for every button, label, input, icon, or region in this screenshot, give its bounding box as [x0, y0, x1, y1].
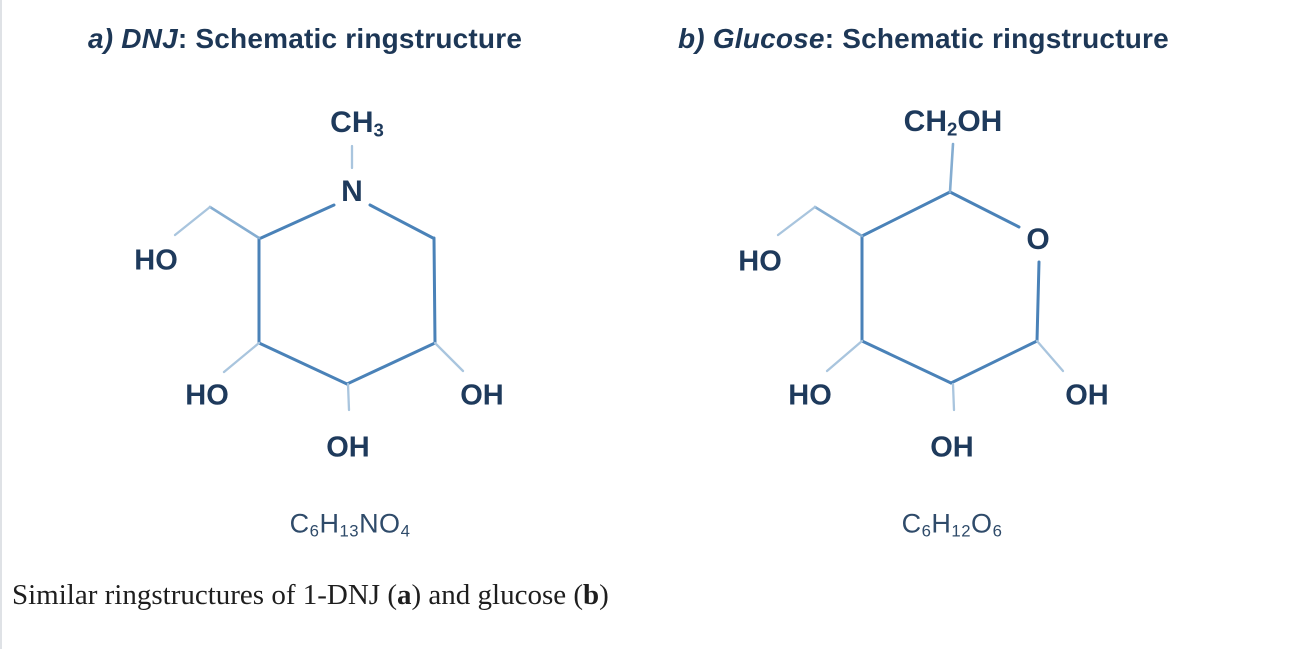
- glucose-bond-bottom-right: [949, 339, 1039, 385]
- dnj-bond-bottom-right: [345, 341, 437, 386]
- dnj-ch3-subscript: 3: [373, 119, 384, 141]
- caption-text-3: ): [599, 579, 609, 611]
- glucose-bond-ch2oh-stub: [948, 142, 955, 194]
- glucose-formula-c: C: [901, 508, 922, 539]
- glucose-oxygen-label: O: [1026, 223, 1050, 256]
- dnj-bond-ch2-elbow-up: [208, 205, 261, 240]
- glucose-ch2oh-subscript: 2: [947, 118, 958, 140]
- caption-bold-b: b: [583, 579, 600, 611]
- panel-b-title: b) Glucose: Schematic ringstructure: [678, 23, 1169, 55]
- dnj-formula: C6H13NO4: [289, 508, 411, 541]
- dnj-bond-ho-bottom: [222, 341, 261, 374]
- glucose-ch2oh-oh: OH: [957, 105, 1003, 138]
- panel-a-title-rest: : Schematic ringstructure: [177, 23, 523, 54]
- dnj-bond-bottom-left: [257, 341, 349, 386]
- dnj-ho-bottom-label: HO: [185, 379, 229, 412]
- dnj-bond-oh-right: [433, 341, 465, 373]
- glucose-oh-right-label: OH: [1065, 379, 1109, 412]
- dnj-ch3-label: CH3: [330, 106, 384, 141]
- dnj-oh-bottom-label: OH: [326, 431, 370, 464]
- glucose-ch2oh-main: CH: [903, 105, 947, 138]
- dnj-ch3-main: CH: [330, 106, 374, 139]
- caption-text-1: Similar ringstructures of 1-DNJ (: [12, 579, 397, 611]
- glucose-formula: C6H12O6: [901, 508, 1003, 541]
- glucose-formula-sub2: 12: [951, 521, 972, 541]
- dnj-bond-n-left: [259, 203, 336, 240]
- panel-a-title: a) DNJ: Schematic ringstructure: [88, 23, 522, 55]
- glucose-bond-bottom-left: [860, 339, 953, 385]
- glucose-oh-bottom-label: OH: [930, 431, 974, 464]
- dnj-bond-oh-bottom: [346, 382, 351, 412]
- caption-text-2: ) and glucose (: [411, 579, 584, 611]
- glucose-ch2oh-label: CH2OH: [903, 105, 1003, 140]
- dnj-oh-right-label: OH: [460, 379, 504, 412]
- figure-caption: Similar ringstructures of 1-DNJ (a) and …: [12, 579, 609, 612]
- glucose-formula-sub1: 6: [921, 521, 932, 541]
- panel-b-title-rest: : Schematic ringstructure: [824, 23, 1169, 54]
- panel-a-title-italic: a) DNJ: [88, 23, 178, 54]
- dnj-bond-ch2-elbow-down: [173, 205, 212, 237]
- glucose-bond-top-left: [860, 190, 952, 238]
- glucose-formula-sub3: 6: [992, 521, 1003, 541]
- glucose-bond-ch2-elbow-down: [776, 205, 817, 237]
- glucose-bond-ch2-elbow-up: [813, 205, 864, 238]
- dnj-formula-h: H: [319, 508, 340, 539]
- dnj-formula-no: NO: [359, 508, 401, 539]
- dnj-formula-c: C: [289, 508, 310, 539]
- glucose-formula-o: O: [971, 508, 993, 539]
- glucose-bond-top-to-o: [948, 190, 1021, 229]
- dnj-bond-n-right: [368, 203, 435, 240]
- glucose-ho-top-label: HO: [738, 245, 782, 278]
- page-edge-line: [0, 0, 2, 649]
- glucose-bond-oh-bottom: [951, 382, 956, 412]
- dnj-bond-right: [432, 236, 437, 345]
- glucose-bond-o-down: [1035, 260, 1041, 343]
- dnj-formula-sub1: 6: [309, 521, 320, 541]
- dnj-formula-sub3: 4: [400, 521, 411, 541]
- glucose-ho-bottom-label: HO: [788, 379, 832, 412]
- glucose-formula-h: H: [931, 508, 952, 539]
- panel-b-title-italic: b) Glucose: [678, 23, 825, 54]
- caption-bold-a: a: [397, 579, 412, 611]
- glucose-bond-oh-right: [1035, 339, 1065, 373]
- dnj-formula-sub2: 13: [339, 521, 360, 541]
- glucose-bond-ho-bottom: [825, 339, 864, 373]
- dnj-nitrogen-label: N: [341, 175, 363, 208]
- dnj-ho-top-label: HO: [134, 244, 178, 277]
